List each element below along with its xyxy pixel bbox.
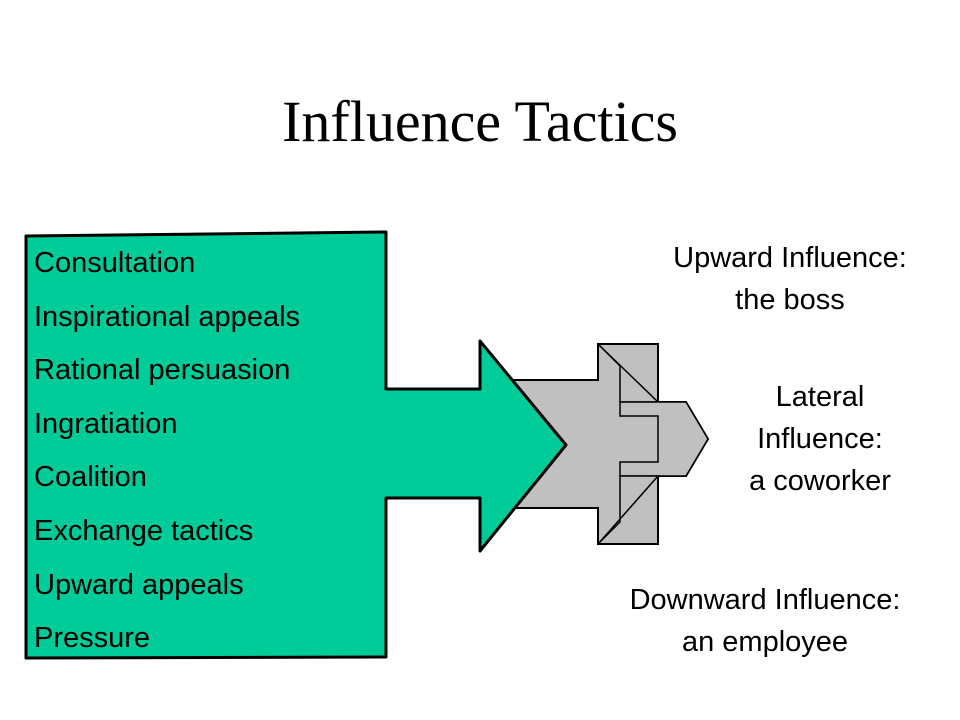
tactic-item: Pressure [34,622,151,655]
tactic-item: Exchange tactics [34,514,254,547]
downward-arrowhead-notch [597,475,660,545]
lateral-influence-line3: a coworker [749,465,891,497]
tactic-item: Upward appeals [34,568,244,601]
tactic-item: Coalition [34,461,147,494]
tactics-list: Consultation Inspirational appeals Ratio… [34,237,300,666]
tactic-item: Inspirational appeals [34,300,301,333]
lateral-influence-line1: Lateral [775,381,865,413]
lateral-influence-line2: Influence: [757,423,883,455]
tactic-item: Rational persuasion [34,354,291,387]
downward-influence-line2: an employee [681,626,849,658]
tactic-item: Ingratiation [34,407,178,440]
upward-influence-line2: the boss [735,284,845,316]
slide-title: Influence Tactics [282,89,678,154]
downward-influence-line1: Downward Influence: [629,584,901,616]
tactics-block-arrow [24,230,568,660]
downward-influence-label: Downward Influence: an employee [580,579,950,663]
tactic-item: Consultation [34,247,196,279]
upward-influence-line1: Upward Influence: [673,242,907,274]
lateral-arrow-branch [619,401,709,477]
lateral-influence-label: Lateral Influence: a coworker [690,376,950,502]
upward-influence-label: Upward Influence: the boss [630,237,950,321]
